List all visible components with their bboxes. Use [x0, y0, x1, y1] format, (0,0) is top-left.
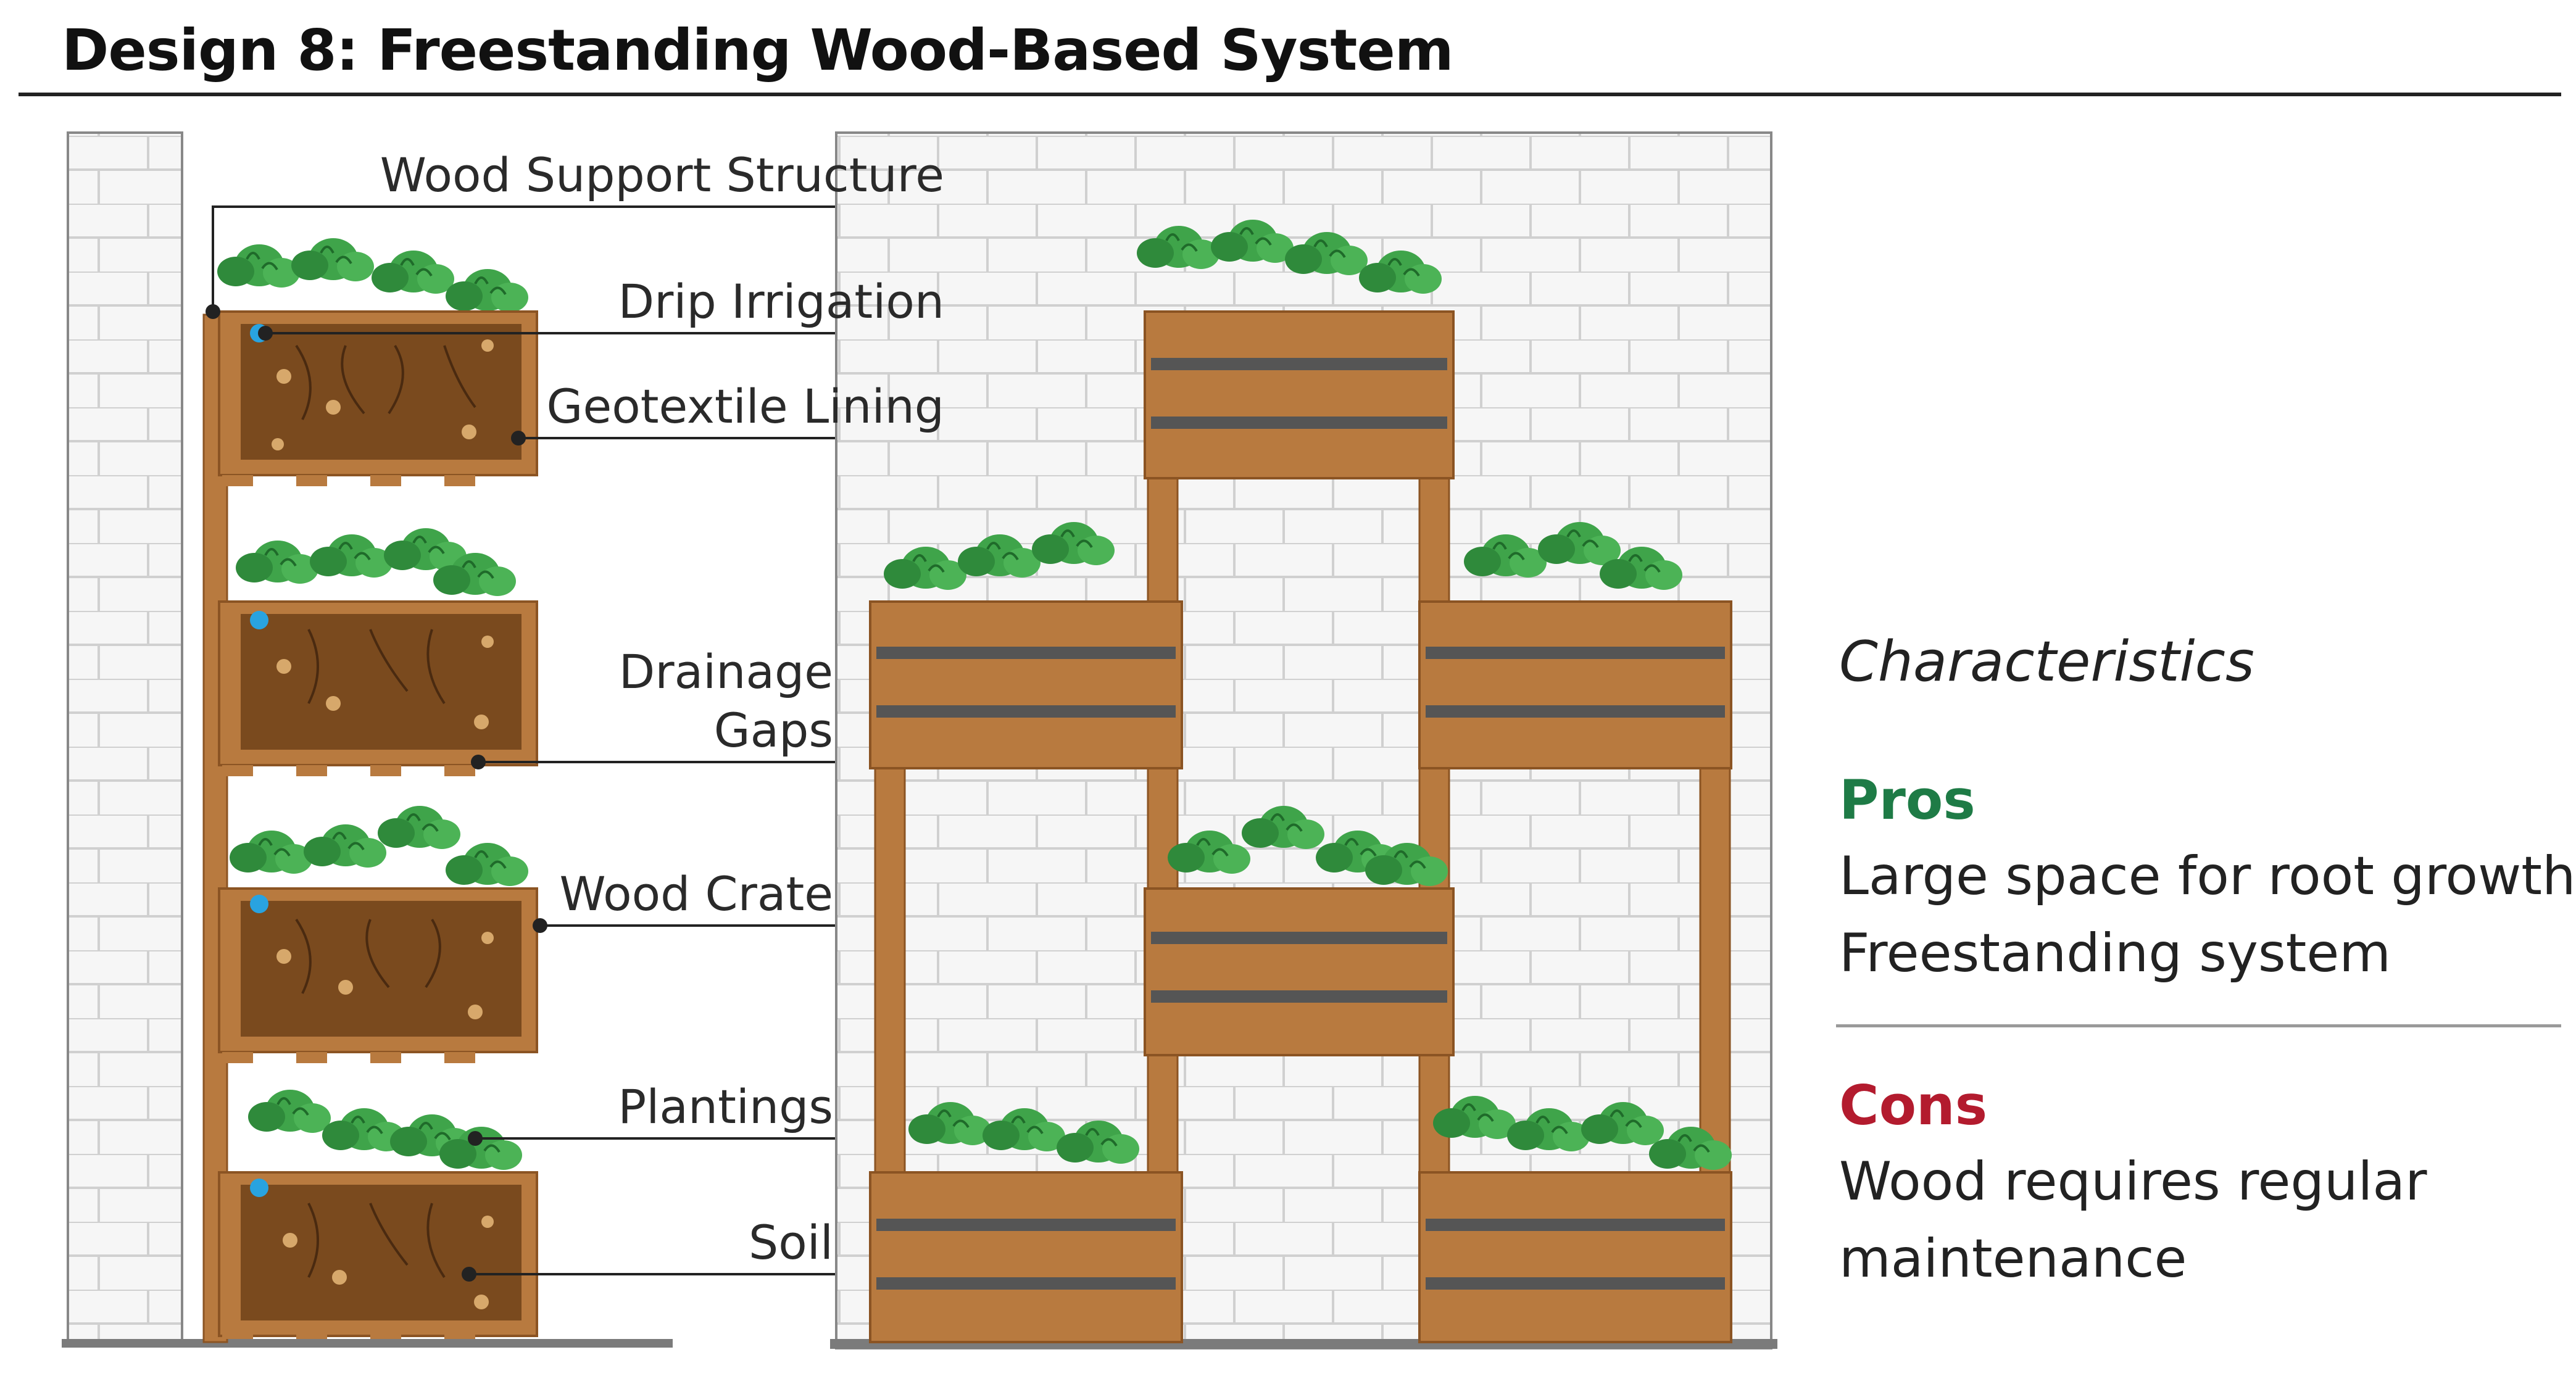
- cons-item: Wood requires regular: [1839, 1151, 2427, 1212]
- cons-item: maintenance: [1839, 1228, 2187, 1290]
- wall-left: [67, 131, 183, 1346]
- label-wood-crate: Wood Crate: [559, 866, 833, 921]
- section-crate-2: [218, 527, 538, 776]
- label-plantings: Plantings: [618, 1079, 833, 1134]
- front-crate-center: [1144, 805, 1455, 1056]
- label-drip-irrigation: Drip Irrigation: [618, 274, 944, 329]
- cons-heading: Cons: [1839, 1074, 1988, 1137]
- front-crate-mid-left: [869, 521, 1183, 769]
- front-crate-top: [1136, 218, 1455, 479]
- label-geotextile: Geotextile Lining: [547, 379, 944, 434]
- page-title: Design 8: Freestanding Wood-Based System: [62, 17, 1454, 83]
- label-drainage-line1: Drainage: [619, 644, 833, 699]
- pros-cons-divider: [1836, 1024, 2561, 1027]
- label-wood-support: Wood Support Structure: [380, 147, 944, 202]
- label-drainage-line2: Gaps: [714, 703, 833, 758]
- front-crate-bottom-right: [1418, 1095, 1733, 1343]
- title-divider: [19, 93, 2561, 96]
- pros-item: Large space for root growth: [1839, 845, 2576, 907]
- leader-wood-support: [212, 205, 950, 312]
- pros-heading: Pros: [1839, 768, 1976, 832]
- label-soil: Soil: [749, 1215, 833, 1270]
- front-crate-bottom-left: [869, 1101, 1183, 1343]
- characteristics-heading: Characteristics: [1839, 629, 2254, 694]
- ground-left: [62, 1339, 673, 1348]
- section-crate-1: [216, 237, 538, 486]
- pros-item: Freestanding system: [1839, 922, 2391, 984]
- section-crate-4: [218, 1088, 538, 1339]
- section-crate-3: [218, 805, 538, 1063]
- front-crate-mid-right: [1418, 521, 1732, 769]
